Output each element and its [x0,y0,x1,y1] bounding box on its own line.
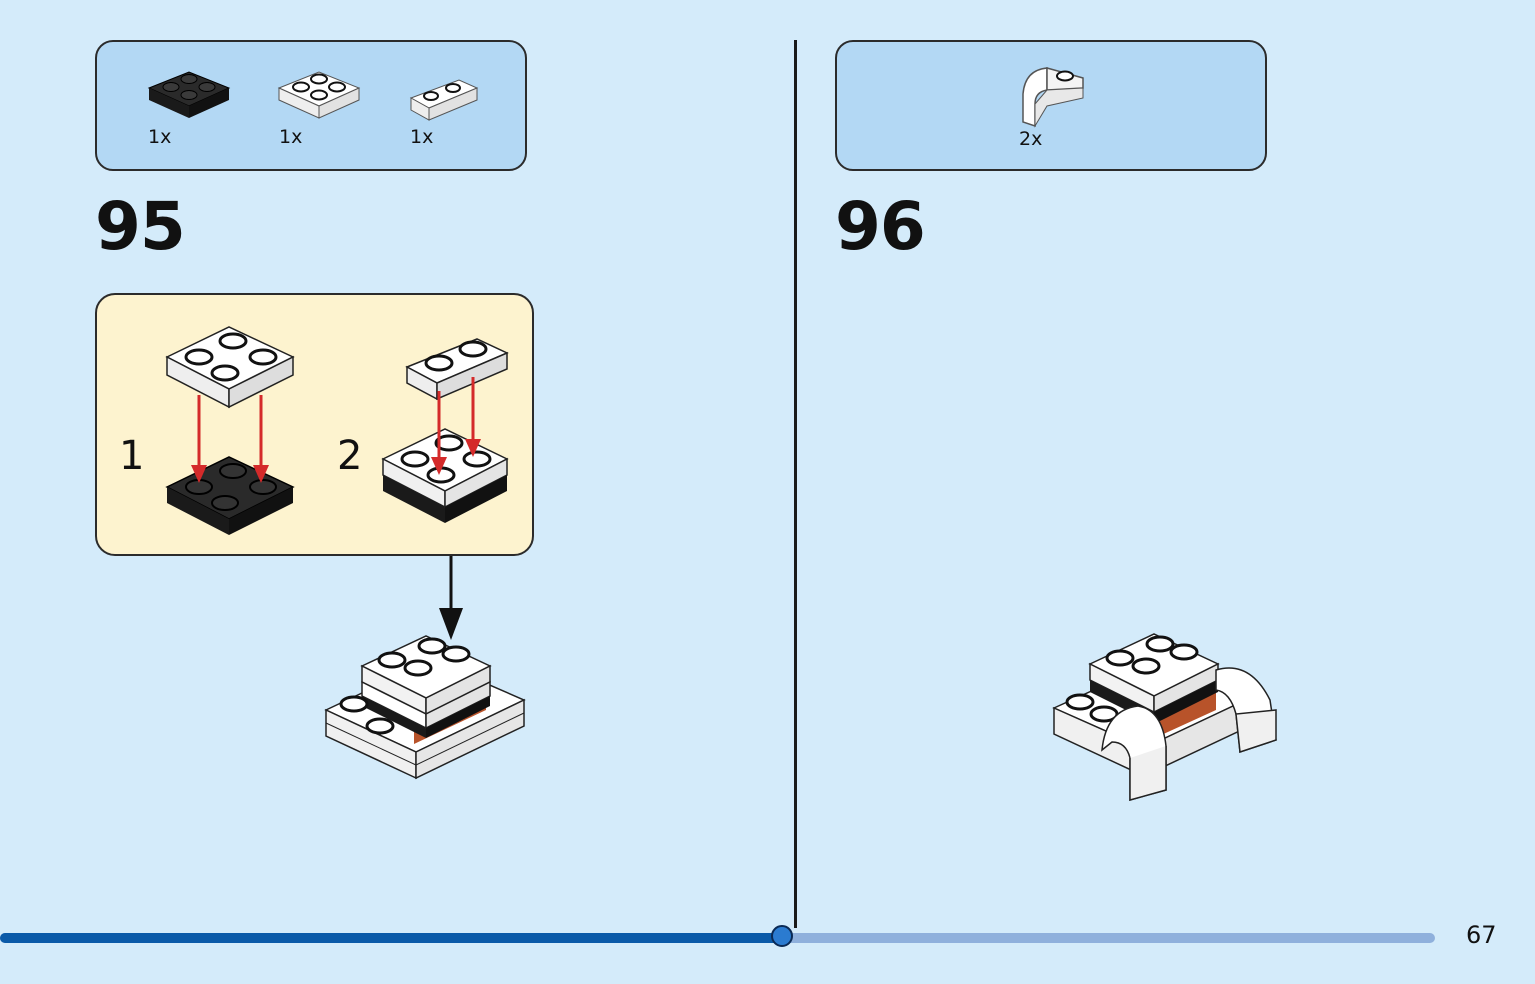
substep-1-illustration [165,326,295,535]
progress-bar [0,925,1435,947]
step-number: 95 [95,188,186,265]
part-qty: 1x [410,126,434,148]
part-qty: 1x [148,126,172,148]
parts-callout-step-95: 1x 1x 1x [95,40,527,171]
down-arrow-icon [439,556,463,640]
page-number: 67 [1466,921,1497,949]
progress-fill [0,933,782,943]
parts-callout-step-96: 2x [835,40,1267,171]
part-qty: 2x [1019,128,1043,150]
progress-knob[interactable] [771,925,793,947]
black-plate-2x2-icon [147,71,231,118]
sub-assembly-callout: 1 2 [95,293,534,556]
substep-number: 1 [119,433,145,479]
page-divider [794,40,797,928]
white-plate-2x2-icon [277,71,361,119]
step-number: 96 [835,188,926,265]
model-step-96-illustration [1052,633,1277,801]
white-plate-1x2-icon [409,79,479,121]
substep-2-illustration [381,338,509,523]
substep-number: 2 [337,433,363,479]
model-step-95-illustration [324,635,526,780]
part-qty: 1x [279,126,303,148]
white-curved-slope-icon [1022,67,1084,128]
